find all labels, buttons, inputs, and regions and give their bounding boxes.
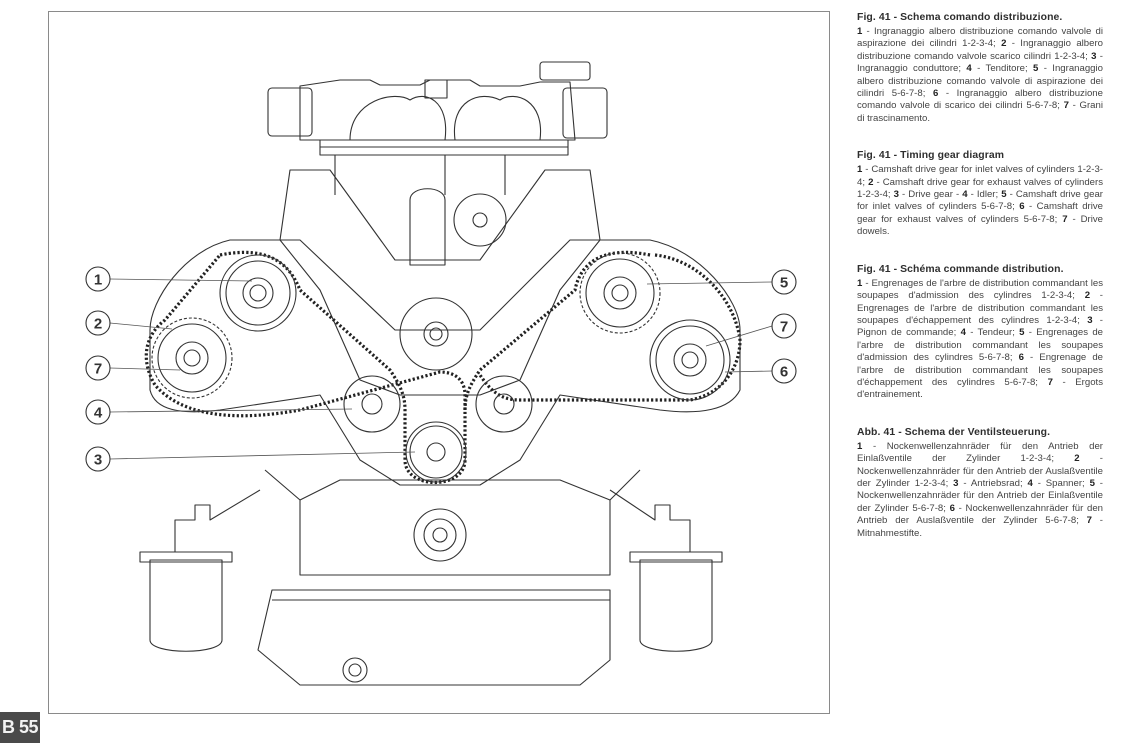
item-text: - Antriebsrad;: [958, 477, 1028, 489]
item-number: 4: [960, 327, 966, 339]
caption-german: Abb. 41 - Schema der Ventilsteuerung. 1 …: [857, 427, 1103, 540]
item-number: 1: [857, 26, 863, 37]
caption-title: Fig. 41 - Schema comando distribuzione.: [857, 12, 1063, 23]
item-number: 1: [857, 164, 863, 176]
item-number: 2: [1074, 453, 1080, 465]
item-number: 3: [1091, 50, 1097, 62]
callout-6: 6: [771, 358, 797, 384]
timing-belt-left: [144, 250, 467, 484]
gear-4-idler: [343, 375, 533, 433]
svg-text:1: 1: [94, 272, 102, 289]
item-number: 7: [1063, 100, 1069, 112]
caption-body: 1 - Camshaft drive gear for inlet valves…: [857, 164, 1103, 238]
svg-text:7: 7: [780, 319, 788, 336]
gear-1-camshaft-inlet-left: [219, 254, 297, 332]
item-number: 4: [966, 63, 972, 75]
item-number: 6: [949, 502, 955, 514]
engine-block: [139, 169, 723, 686]
callout-3: 3: [85, 446, 111, 472]
item-number: 4: [962, 189, 968, 201]
item-text: - Camshaft drive gear for inlet valves o…: [857, 189, 1103, 213]
item-text: - Engrenage de l'arbre de distribution c…: [857, 352, 1104, 388]
item-number: 1: [857, 440, 863, 452]
item-number: 3: [953, 477, 959, 489]
caption-italian: Fig. 41 - Schema comando distribuzione. …: [857, 12, 1103, 125]
item-number: 4: [1027, 477, 1033, 489]
timing-cover: [149, 239, 741, 486]
caption-body: 1 - Ingranaggio albero distribuzione com…: [857, 26, 1103, 125]
water-pump-pulley: [399, 297, 473, 371]
item-text: - Nockenwellenzahnräder für den Antrieb …: [857, 440, 1103, 465]
callout-7-left: 7: [85, 355, 111, 381]
caption-title: Abb. 41 - Schema der Ventilsteuerung.: [857, 426, 1051, 438]
caption-title: Fig. 41 - Timing gear diagram: [857, 150, 1005, 162]
gear-5-camshaft-inlet-right: [579, 252, 661, 334]
svg-text:3: 3: [94, 452, 102, 469]
item-number: 3: [1087, 314, 1093, 326]
item-number: 2: [868, 176, 874, 188]
caption-french: Fig. 41 - Schéma commande distribution. …: [857, 264, 1103, 402]
item-text: - Mitnahmestifte.: [857, 515, 1103, 539]
callout-5: 5: [771, 269, 797, 295]
item-number: 2: [1001, 38, 1007, 50]
item-text: - Camshaft drive gear for inlet valves o…: [857, 164, 1103, 188]
caption-title: Fig. 41 - Schéma commande distribution.: [857, 263, 1064, 275]
item-text: - Engrenages de l'arbre de distribution …: [857, 290, 1103, 326]
item-text: - Idler;: [967, 189, 1002, 201]
caption-english: Fig. 41 - Timing gear diagram 1 - Camsha…: [857, 150, 1103, 238]
svg-text:5: 5: [780, 275, 788, 292]
item-number: 5: [1001, 189, 1007, 201]
callout-4: 4: [85, 399, 111, 425]
caption-body: 1 - Engrenages de l'arbre de distributio…: [857, 278, 1103, 402]
item-number: 5: [1089, 477, 1095, 489]
item-text: - Ingranaggio conduttore;: [857, 50, 1103, 75]
item-text: - Nockenwellenzahnräder für den Antrieb …: [857, 502, 1103, 527]
item-number: 7: [1062, 213, 1068, 225]
gear-2-camshaft-exhaust-left: [151, 317, 233, 399]
item-number: 5: [1033, 63, 1039, 75]
caption-body: 1 - Nockenwellenzahnräder für den Antrie…: [857, 441, 1103, 540]
item-number: 5: [1019, 327, 1025, 339]
captions-column: Fig. 41 - Schema comando distribuzione. …: [857, 12, 1103, 564]
item-number: 1: [857, 277, 863, 289]
item-text: - Drive dowels.: [857, 213, 1103, 238]
item-number: 6: [1018, 352, 1024, 364]
svg-text:7: 7: [94, 361, 102, 378]
item-text: - Spanner;: [1032, 477, 1090, 489]
item-number: 2: [1084, 290, 1091, 302]
item-text: - Camshaft drive gear for exhaust valves…: [857, 176, 1103, 201]
item-text: - Engrenages de l'arbre de distribution …: [857, 277, 1103, 302]
figure-frame: [48, 11, 830, 714]
item-text: - Drive gear -: [898, 189, 963, 201]
item-text: - Pignon de commande;: [857, 314, 1103, 339]
item-text: - Nockenwellenzahnräder für den Antrieb …: [857, 477, 1103, 514]
svg-text:2: 2: [94, 316, 102, 333]
intake-manifold: [267, 61, 608, 195]
svg-text:4: 4: [94, 405, 103, 422]
item-number: 3: [893, 189, 899, 201]
item-number: 7: [1047, 376, 1053, 388]
item-text: - Ingranaggio albero distribuzione coman…: [857, 26, 1103, 50]
item-text: - Ingranaggio albero distribuzione coman…: [857, 38, 1103, 62]
item-number: 6: [932, 88, 939, 100]
callout-2: 2: [85, 310, 111, 336]
item-text: - Tenditore;: [971, 63, 1034, 75]
item-text: - Nockenwellenzahnräder für den Antrieb …: [857, 453, 1103, 489]
item-number: 7: [1086, 515, 1092, 527]
item-text: - Ergots d'entrainement.: [857, 376, 1103, 401]
item-number: 6: [1019, 201, 1025, 213]
callout-1: 1: [85, 266, 111, 292]
svg-text:6: 6: [780, 364, 788, 381]
page-number-badge: B 55: [0, 712, 40, 743]
item-text: - Grani di trascinamento.: [857, 100, 1103, 124]
timing-belt-right: [463, 250, 742, 411]
item-text: - Camshaft drive gear for exhaust valves…: [857, 201, 1103, 225]
item-text: - Ingranaggio albero distribuzione coman…: [857, 63, 1103, 100]
item-text: - Tendeur;: [965, 327, 1020, 339]
item-text: - Engrenages de l'arbre de distribution …: [857, 327, 1103, 364]
gear-6-camshaft-exhaust-right: [649, 319, 731, 401]
item-text: - Ingranaggio albero distribuzione coman…: [857, 88, 1103, 112]
callout-7-right: 7: [771, 313, 797, 339]
